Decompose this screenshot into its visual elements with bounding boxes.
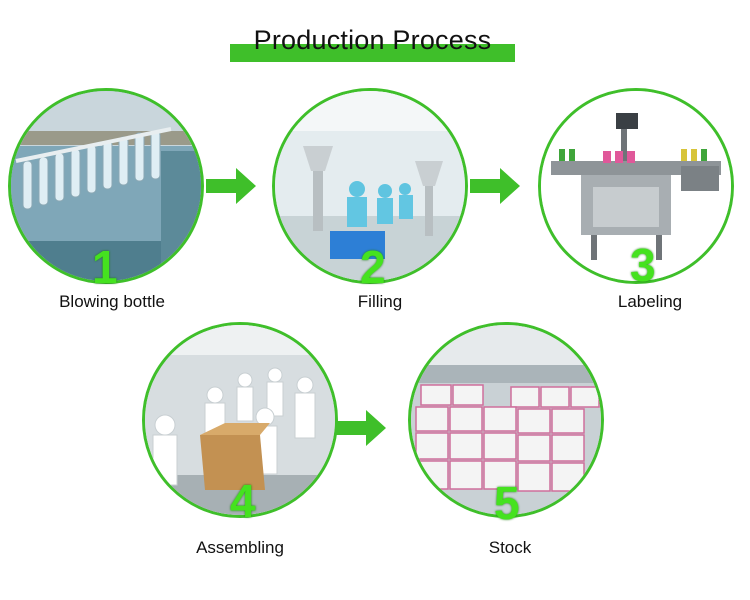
title-block: Production Process bbox=[230, 22, 515, 62]
packing-line-photo-icon bbox=[145, 325, 335, 515]
labeling-machine-photo-icon bbox=[541, 91, 731, 281]
arrow-right-icon bbox=[206, 168, 256, 204]
step-3-number: 3 bbox=[630, 239, 656, 291]
warehouse-stock-photo-icon bbox=[411, 325, 601, 515]
title-underline-bar bbox=[230, 44, 515, 62]
step-5-label: Stock bbox=[488, 538, 532, 557]
step-3-label: Labeling bbox=[617, 292, 683, 311]
step-2-label: Filling bbox=[357, 292, 403, 311]
page-title: Production Process bbox=[253, 25, 492, 55]
arrow-right-icon bbox=[470, 168, 520, 204]
step-1-photo bbox=[8, 88, 204, 284]
step-2-number: 2 bbox=[360, 241, 386, 293]
step-1-number: 1 bbox=[92, 241, 118, 293]
filling-room-photo-icon bbox=[275, 91, 465, 281]
arrow-right-icon bbox=[336, 410, 386, 446]
step-2-photo bbox=[272, 88, 468, 284]
step-1-label: Blowing bottle bbox=[59, 292, 165, 311]
preform-bottles-photo-icon bbox=[11, 91, 201, 281]
step-5-number: 5 bbox=[494, 477, 520, 529]
step-4-photo bbox=[142, 322, 338, 518]
step-3-photo bbox=[538, 88, 734, 284]
step-4-label: Assembling bbox=[196, 538, 284, 557]
step-4-number: 4 bbox=[230, 475, 256, 527]
step-5-photo bbox=[408, 322, 604, 518]
